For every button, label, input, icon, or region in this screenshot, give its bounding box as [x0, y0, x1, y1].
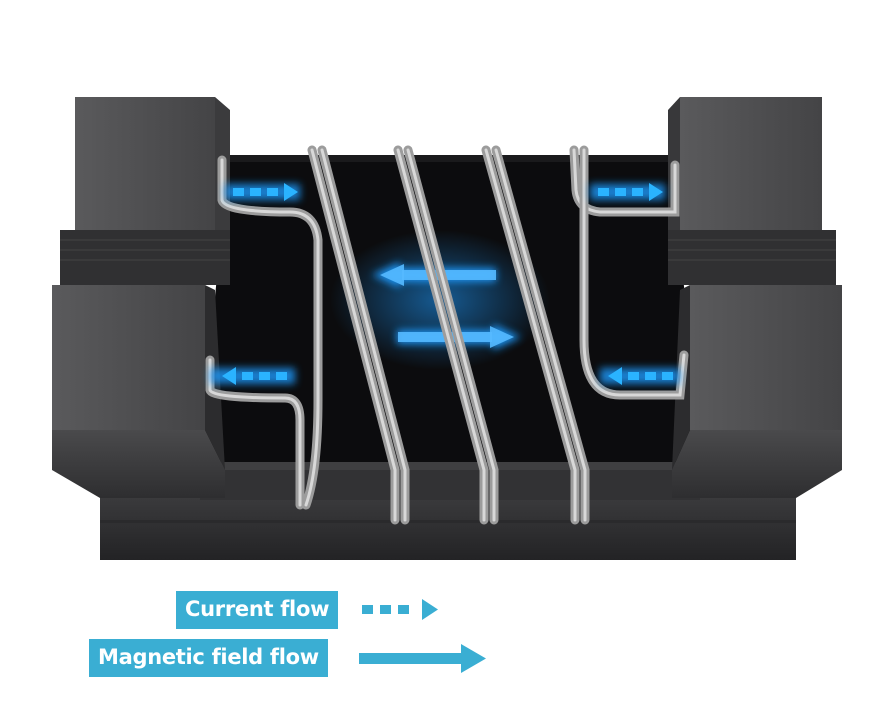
core-flange-back-left — [60, 97, 230, 285]
field-arrowhead-right — [490, 326, 514, 348]
core-flange-front-left — [52, 285, 225, 498]
field-arrowhead-left — [380, 264, 404, 286]
current-arrow-bottom-left — [222, 367, 287, 385]
current-arrow-top-right — [598, 183, 663, 201]
solid-arrow-icon — [359, 644, 486, 673]
current-arrow-bottom-right — [608, 367, 673, 385]
core-flange-back-right — [668, 97, 836, 285]
winding-wires — [205, 145, 689, 525]
dashed-arrow-icon — [362, 599, 438, 620]
legend-magnetic-field-flow-label: Magnetic field flow — [89, 639, 328, 677]
field-arrow-left — [402, 270, 496, 280]
current-flow-arrows — [210, 183, 680, 385]
core-flange-front-right — [672, 285, 842, 498]
legend-current-flow-label: Current flow — [176, 591, 339, 629]
current-arrow-top-left — [233, 183, 298, 201]
